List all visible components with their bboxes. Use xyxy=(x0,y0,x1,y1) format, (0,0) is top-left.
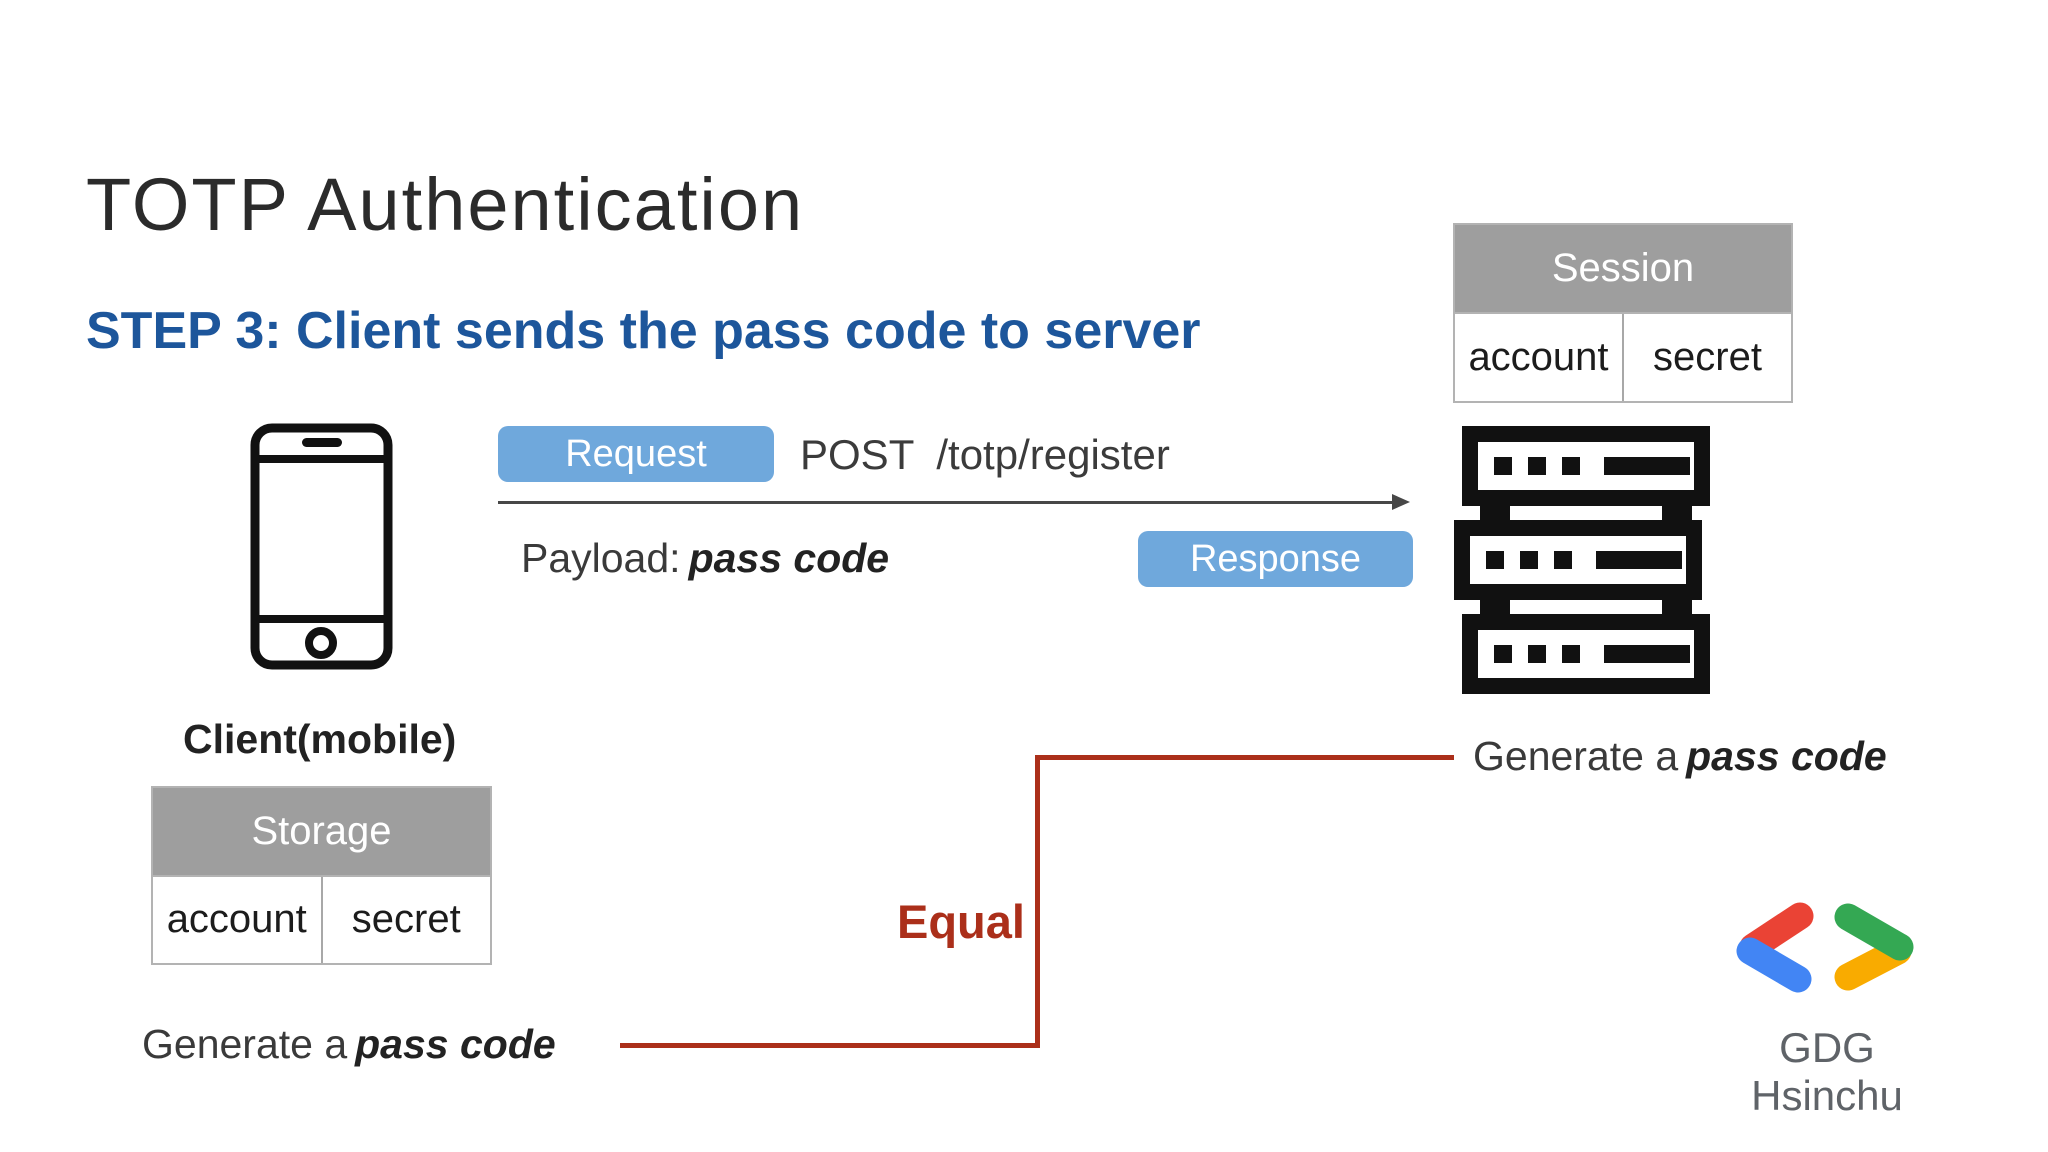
response-pill: Response xyxy=(1138,531,1413,587)
response-pill-label: Response xyxy=(1189,537,1362,580)
session-table-header: Session xyxy=(1455,225,1791,312)
client-generate-value: pass code xyxy=(355,1021,556,1067)
storage-table: Storage account secret xyxy=(151,786,492,965)
request-endpoint: POST /totp/register xyxy=(800,427,1170,483)
server-generate-value: pass code xyxy=(1686,733,1887,779)
storage-column-secret: secret xyxy=(320,876,490,963)
http-method: POST xyxy=(800,431,915,478)
endpoint-path: /totp/register xyxy=(936,431,1170,478)
client-label: Client(mobile) xyxy=(183,716,457,762)
request-pill-label: Request xyxy=(565,432,707,475)
storage-table-row: account secret xyxy=(153,874,490,963)
payload-value: pass code xyxy=(688,535,890,581)
storage-table-header: Storage xyxy=(153,788,490,875)
session-table-row: account secret xyxy=(1455,312,1791,401)
request-pill: Request xyxy=(498,426,774,482)
session-table: Session account secret xyxy=(1453,223,1793,403)
equal-label: Equal xyxy=(897,895,1025,948)
session-column-account: account xyxy=(1455,314,1622,401)
arrow-right-icon xyxy=(498,501,1396,504)
brand-text: GDG Hsinchu xyxy=(1751,1024,1903,1119)
smartphone-icon xyxy=(250,423,393,670)
equal-connector-bottom-segment xyxy=(620,1043,1040,1048)
gdg-chevrons-icon xyxy=(1736,902,1914,993)
payload-label: Payload: xyxy=(521,535,681,581)
step-heading: STEP 3: Client sends the pass code to se… xyxy=(86,302,1201,360)
payload-text: Payload:pass code xyxy=(521,535,890,581)
equal-connector-vertical-segment xyxy=(1035,755,1040,1048)
client-generate-prefix: Generate a xyxy=(142,1021,348,1067)
server-rack-icon xyxy=(1454,426,1710,694)
storage-column-account: account xyxy=(153,876,321,963)
page-title: TOTP Authentication xyxy=(86,163,805,246)
equal-connector-top-segment xyxy=(1035,755,1454,760)
server-generate-prefix: Generate a xyxy=(1473,733,1679,779)
arrow-right-head-icon xyxy=(1392,494,1410,510)
session-column-secret: secret xyxy=(1622,314,1791,401)
